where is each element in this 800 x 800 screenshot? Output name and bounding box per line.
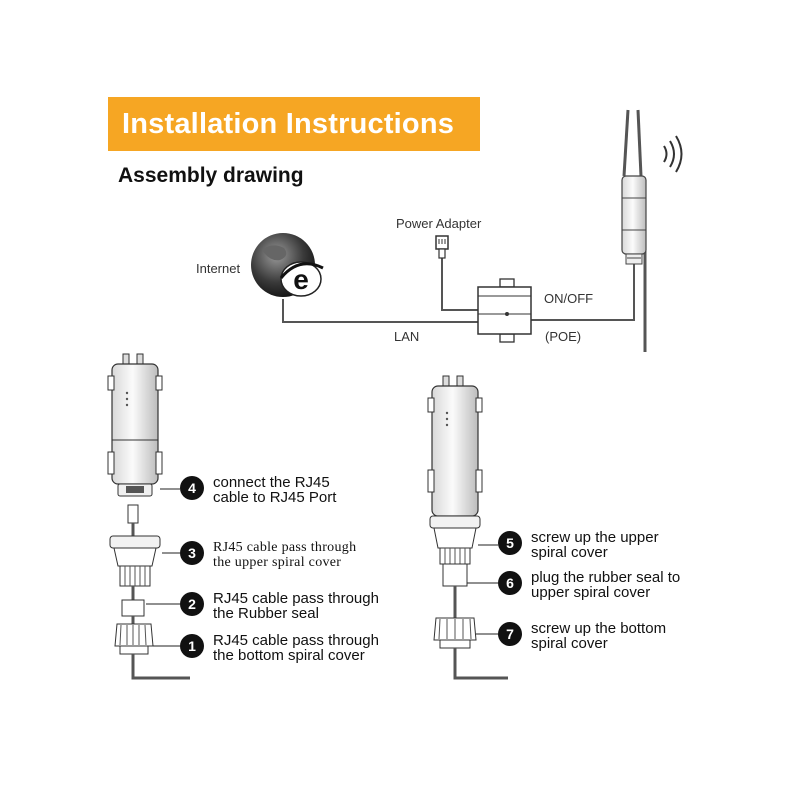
title-banner: Installation Instructions (108, 97, 480, 151)
section-subtitle: Assembly drawing (118, 164, 304, 187)
step-text-line: screw up the bottom (531, 620, 667, 637)
on-off-label: ON/OFF (544, 291, 594, 306)
page-title: Installation Instructions (122, 107, 455, 140)
step-number-badge: 3 (180, 541, 204, 565)
step-text-line: screw up the upper (531, 529, 659, 546)
internet-globe-icon: e (251, 233, 324, 297)
step-text-line: spiral cover (531, 544, 608, 561)
step-text-line: the bottom spiral cover (213, 647, 365, 664)
right-assembled-assembly (427, 375, 508, 680)
step-number-badge: 1 (180, 634, 204, 658)
step-text-line: RJ45 cable pass through (213, 632, 379, 649)
step-number-badge: 2 (180, 592, 204, 616)
step-text-line: plug the rubber seal to (531, 569, 681, 586)
internet-label: Internet (196, 261, 241, 276)
step-number-badge: 5 (498, 531, 522, 555)
step-text-line: spiral cover (531, 635, 608, 652)
step-text-line: RJ45 cable pass through (213, 540, 357, 555)
step-text-line: the upper spiral cover (213, 555, 342, 570)
svg-text:e: e (293, 264, 309, 295)
step-text-line: connect the RJ45 (213, 474, 330, 491)
step-number-badge: 7 (498, 622, 522, 646)
poe-label: (POE) (545, 329, 582, 344)
left-exploded-assembly (107, 353, 190, 680)
step-number-badge: 4 (180, 476, 204, 500)
step-leader-lines (146, 488, 498, 647)
wifi-signal-icon (663, 135, 683, 173)
access-point-on-pole-icon (621, 109, 647, 352)
power-adapter-label: Power Adapter (396, 216, 482, 231)
step-text-line: RJ45 cable pass through (213, 590, 379, 607)
step-text-line: the Rubber seal (213, 605, 319, 622)
step-text-line: upper spiral cover (531, 584, 651, 601)
poe-injector-box (477, 278, 532, 343)
step-number-badge: 6 (498, 571, 522, 595)
power-adapter-plug-icon (435, 235, 449, 259)
lan-label: LAN (394, 329, 420, 344)
step-text-line: cable to RJ45 Port (213, 489, 337, 506)
